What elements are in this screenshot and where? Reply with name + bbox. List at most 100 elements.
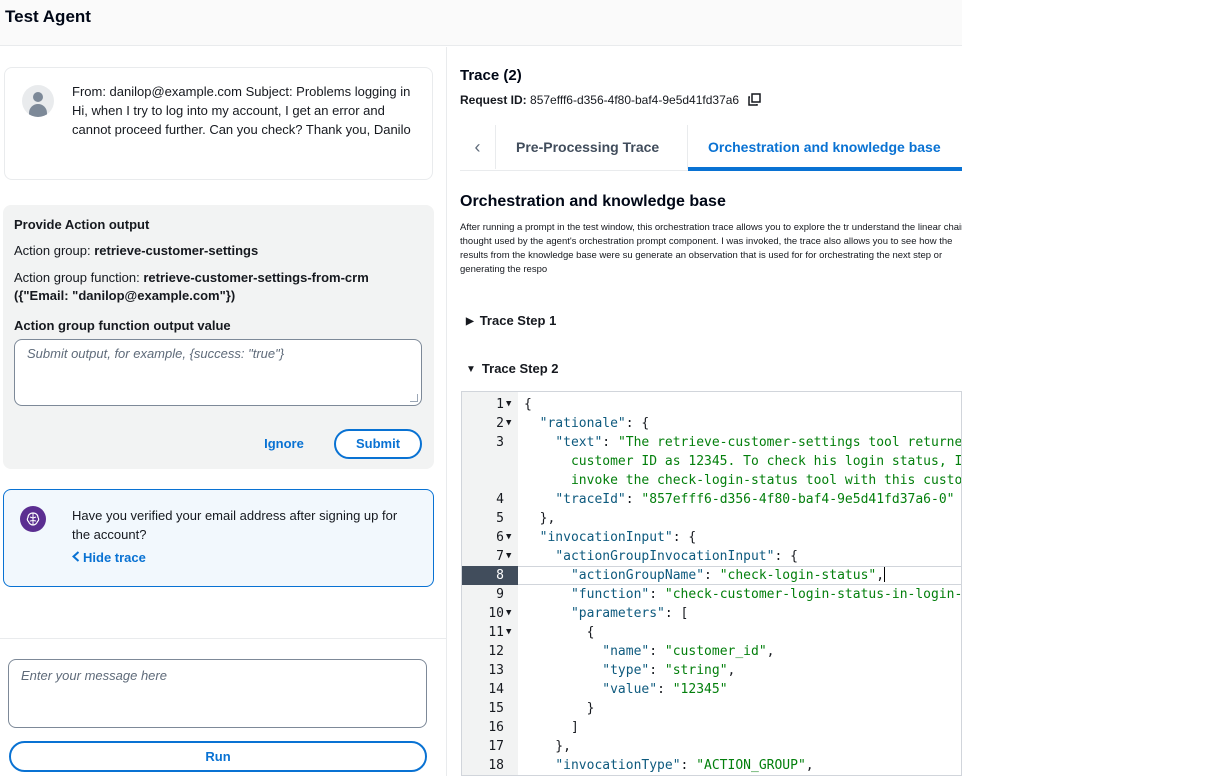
- code-line[interactable]: 5 },: [462, 509, 961, 528]
- line-number: 15: [488, 701, 504, 716]
- ignore-button[interactable]: Ignore: [264, 436, 304, 451]
- tab-orchestration[interactable]: Orchestration and knowledge base: [708, 139, 941, 155]
- hide-trace-label: Hide trace: [83, 550, 146, 565]
- output-value-placeholder: Submit output, for example, {success: "t…: [27, 346, 285, 361]
- code-line[interactable]: 9 "function": "check-customer-login-stat…: [462, 585, 962, 604]
- code-text: "actionGroupInvocationInput": {: [555, 549, 798, 564]
- code-text: "function": "check-customer-login-status…: [570, 587, 962, 602]
- line-number: [462, 452, 518, 471]
- code-line[interactable]: 10▼ "parameters": [: [462, 604, 961, 623]
- request-id-label: Request ID:: [460, 93, 531, 107]
- code-text: "text": "The retrieve-customer-settings …: [555, 435, 962, 450]
- agent-message-text: Have you verified your email address aft…: [72, 508, 398, 542]
- caret-down-icon: ▼: [466, 364, 476, 375]
- fold-toggle-icon[interactable]: ▼: [506, 532, 512, 542]
- hide-trace-link[interactable]: Hide trace: [72, 550, 146, 565]
- page-title: Test Agent: [5, 7, 91, 26]
- submit-button[interactable]: Submit: [334, 429, 422, 459]
- code-line[interactable]: 3 "text": "The retrieve-customer-setting…: [462, 433, 962, 452]
- line-number: 4: [496, 492, 504, 507]
- code-line[interactable]: 18 "invocationType": "ACTION_GROUP",: [462, 756, 961, 775]
- action-group-label: Action group:: [14, 243, 95, 258]
- trace-step-1-label: Trace Step 1: [479, 313, 557, 328]
- code-line[interactable]: 11▼ {: [462, 623, 961, 642]
- code-text: {: [524, 625, 595, 640]
- code-line[interactable]: invoke the check-login-status tool with …: [462, 471, 961, 490]
- tab-pre-processing[interactable]: Pre-Processing Trace: [516, 139, 660, 155]
- agent-message-card: Have you verified your email address aft…: [3, 489, 434, 587]
- active-line-highlight: [518, 566, 961, 585]
- fold-toggle-icon[interactable]: ▼: [506, 399, 512, 409]
- fold-toggle-icon[interactable]: ▼: [506, 608, 512, 618]
- code-line[interactable]: 17 },: [462, 737, 961, 756]
- code-line[interactable]: 15 }: [462, 699, 961, 718]
- line-number: 14: [488, 682, 504, 697]
- action-group-value: retrieve-customer-settings: [94, 243, 259, 258]
- code-text: "traceId": "857efff6-d356-4f80-baf4-9e5d…: [555, 492, 955, 507]
- code-line[interactable]: 12 "name": "customer_id",: [462, 642, 961, 661]
- code-text: "rationale": {: [539, 416, 650, 431]
- trace-step-1-toggle[interactable]: ▶ Trace Step 1: [466, 313, 556, 328]
- output-value-label: Action group function output value: [14, 318, 231, 333]
- code-line[interactable]: 4 "traceId": "857efff6-d356-4f80-baf4-9e…: [462, 490, 961, 509]
- code-line[interactable]: 16 ]: [462, 718, 961, 737]
- caret-right-icon: ▶: [466, 316, 474, 327]
- run-button[interactable]: Run: [9, 741, 427, 772]
- tabs-scroll-left-icon[interactable]: ‹: [460, 125, 496, 169]
- tab-separator: [687, 125, 688, 169]
- code-line[interactable]: 14 "value": "12345": [462, 680, 961, 699]
- code-line[interactable]: 6▼ "invocationInput": {: [462, 528, 961, 547]
- code-editor[interactable]: 1▼{2▼ "rationale": {3 "text": "The retri…: [461, 391, 962, 776]
- code-line[interactable]: customer ID as 12345. To check his login…: [462, 452, 962, 471]
- code-text: {: [524, 397, 532, 412]
- code-line[interactable]: 8 "actionGroupName": "check-login-status…: [462, 566, 961, 585]
- section-title: Orchestration and knowledge base: [460, 193, 726, 210]
- line-number: 1: [496, 397, 504, 412]
- code-line[interactable]: 1▼ {: [462, 395, 961, 414]
- line-number: 10: [488, 606, 504, 621]
- trace-panel: Trace (2) Request ID: 857efff6-d356-4f80…: [448, 47, 962, 776]
- line-number: 7: [496, 549, 504, 564]
- action-function-value: retrieve-customer-settings-from-crm ({"E…: [14, 270, 369, 303]
- user-message-card: From: danilop@example.com Subject: Probl…: [4, 67, 433, 180]
- message-input[interactable]: Enter your message here: [8, 659, 427, 728]
- line-number: 13: [488, 663, 504, 678]
- code-line[interactable]: 2▼ "rationale": {: [462, 414, 961, 433]
- line-number: 11: [488, 625, 504, 640]
- action-output-title: Provide Action output: [14, 217, 150, 232]
- action-function-label: Action group function:: [14, 270, 144, 285]
- line-number: 18: [488, 758, 504, 773]
- trace-step-2-toggle[interactable]: ▼ Trace Step 2: [466, 361, 559, 376]
- top-bar: Test Agent: [0, 0, 962, 46]
- code-text: "name": "customer_id",: [602, 644, 775, 659]
- trace-tabs: ‹ Pre-Processing Trace Orchestration and…: [460, 125, 962, 171]
- fold-toggle-icon[interactable]: ▼: [506, 551, 512, 561]
- app-window: Test Agent From: danilop@example.com Sub…: [0, 0, 962, 776]
- message-input-placeholder: Enter your message here: [21, 668, 167, 683]
- empty-area: [962, 0, 1222, 776]
- action-function-line: Action group function: retrieve-customer…: [14, 269, 419, 305]
- code-text: },: [524, 739, 571, 754]
- trace-step-2-label: Trace Step 2: [481, 361, 559, 376]
- line-number: 9: [496, 587, 504, 602]
- fold-toggle-icon[interactable]: ▼: [506, 627, 512, 637]
- fold-toggle-icon[interactable]: ▼: [506, 418, 512, 428]
- brain-icon: [20, 506, 46, 532]
- code-text: "parameters": [: [570, 606, 689, 621]
- code-text: },: [524, 511, 556, 526]
- code-text: }: [524, 701, 595, 716]
- request-id-value: 857efff6-d356-4f80-baf4-9e5d41fd37a6: [530, 93, 740, 107]
- code-text: customer ID as 12345. To check his login…: [570, 454, 962, 469]
- resize-handle-icon[interactable]: [410, 394, 418, 402]
- active-tab-indicator: [688, 167, 962, 171]
- line-number: 5: [496, 511, 504, 526]
- line-number: 6: [496, 530, 504, 545]
- line-number: 8: [462, 566, 518, 585]
- code-text: ]: [524, 720, 579, 735]
- output-value-textarea[interactable]: Submit output, for example, {success: "t…: [14, 339, 422, 406]
- copy-icon[interactable]: [748, 93, 762, 109]
- line-number: 3: [496, 435, 504, 450]
- line-number: 12: [488, 644, 504, 659]
- code-line[interactable]: 7▼ "actionGroupInvocationInput": {: [462, 547, 961, 566]
- code-line[interactable]: 13 "type": "string",: [462, 661, 961, 680]
